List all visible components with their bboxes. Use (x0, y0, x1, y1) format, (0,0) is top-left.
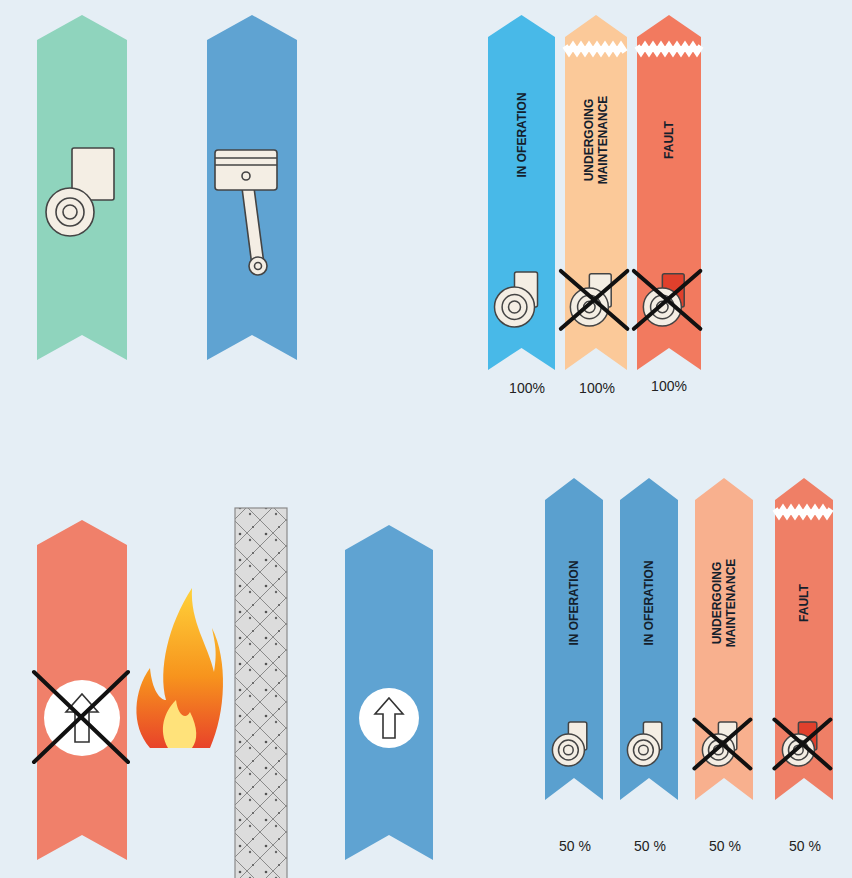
redundant-path-ribbon (345, 525, 433, 860)
fan-symbol (495, 272, 538, 327)
share-label: 50 % (559, 838, 591, 854)
piston-symbol (215, 150, 277, 275)
fire-core (163, 700, 196, 748)
status-ribbon: FAULT (775, 478, 833, 800)
cross-mark (561, 271, 628, 329)
ribbon-shape (637, 15, 701, 370)
status-text: UNDERGOING MAINTENANCE (710, 543, 738, 663)
share-label: 50 % (789, 838, 821, 854)
status-ribbon: IN OFERATION (545, 478, 603, 800)
torn-band (775, 509, 831, 515)
ribbon-fill (775, 478, 833, 800)
share-label: 100% (509, 380, 545, 396)
ribbon-shape (775, 478, 833, 800)
fan-ribbon (37, 15, 127, 360)
ribbon-fill (545, 478, 603, 800)
status-ribbon: UNDERGOING MAINTENANCE (695, 478, 753, 800)
status-text: UNDERGOING MAINTENANCE (582, 80, 610, 200)
torn-band (637, 46, 701, 52)
cross-mark (694, 720, 750, 769)
fire-symbol (136, 588, 223, 748)
status-ribbon: IN OFERATION (488, 15, 555, 370)
status-ribbon: IN OFERATION (620, 478, 678, 800)
ribbon-fill (620, 478, 678, 800)
fan-symbol (570, 274, 611, 326)
status-text: FAULT (797, 543, 811, 663)
status-ribbon: FAULT (637, 15, 701, 370)
ribbon-shape (565, 15, 627, 370)
flow-arrow (375, 698, 403, 738)
share-label: 100% (651, 378, 687, 394)
status-text: IN OFERATION (515, 75, 529, 195)
fan-symbol (643, 274, 684, 326)
fan-symbol (552, 722, 586, 766)
status-ribbon: UNDERGOING MAINTENANCE (565, 15, 627, 370)
flow-symbol (359, 688, 419, 748)
fan-symbol (46, 148, 114, 236)
compressor-ribbon (207, 15, 297, 360)
fan-symbol (627, 722, 661, 766)
share-label: 50 % (634, 838, 666, 854)
status-text: FAULT (662, 80, 676, 200)
ribbon-fill (488, 15, 555, 370)
cross-mark (34, 672, 128, 762)
fire-wall (235, 508, 287, 878)
status-text: IN OFERATION (642, 543, 656, 663)
ribbon-shape (488, 15, 555, 370)
torn-band (565, 46, 625, 52)
cross-mark (774, 720, 830, 769)
status-text: IN OFERATION (567, 543, 581, 663)
share-label: 100% (579, 380, 615, 396)
ribbon-fill (695, 478, 753, 800)
cross-mark (634, 271, 701, 329)
share-label: 50 % (709, 838, 741, 854)
